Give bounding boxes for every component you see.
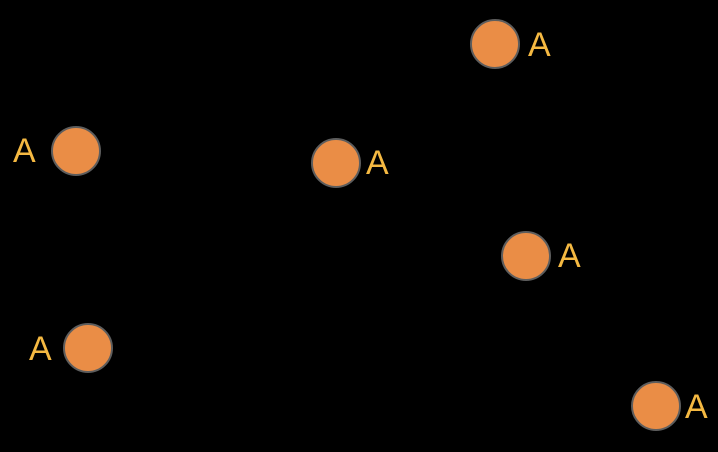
marker-label: A — [366, 144, 389, 182]
orange-circle-marker — [470, 19, 520, 69]
orange-circle-marker — [311, 138, 361, 188]
orange-circle-marker — [51, 126, 101, 176]
marker-label: A — [29, 330, 52, 368]
orange-circle-marker — [631, 381, 681, 431]
marker-label: A — [13, 132, 36, 170]
marker-label: A — [528, 26, 551, 64]
marker-label: A — [685, 388, 708, 426]
orange-circle-marker — [63, 323, 113, 373]
orange-circle-marker — [501, 231, 551, 281]
marker-label: A — [558, 237, 581, 275]
